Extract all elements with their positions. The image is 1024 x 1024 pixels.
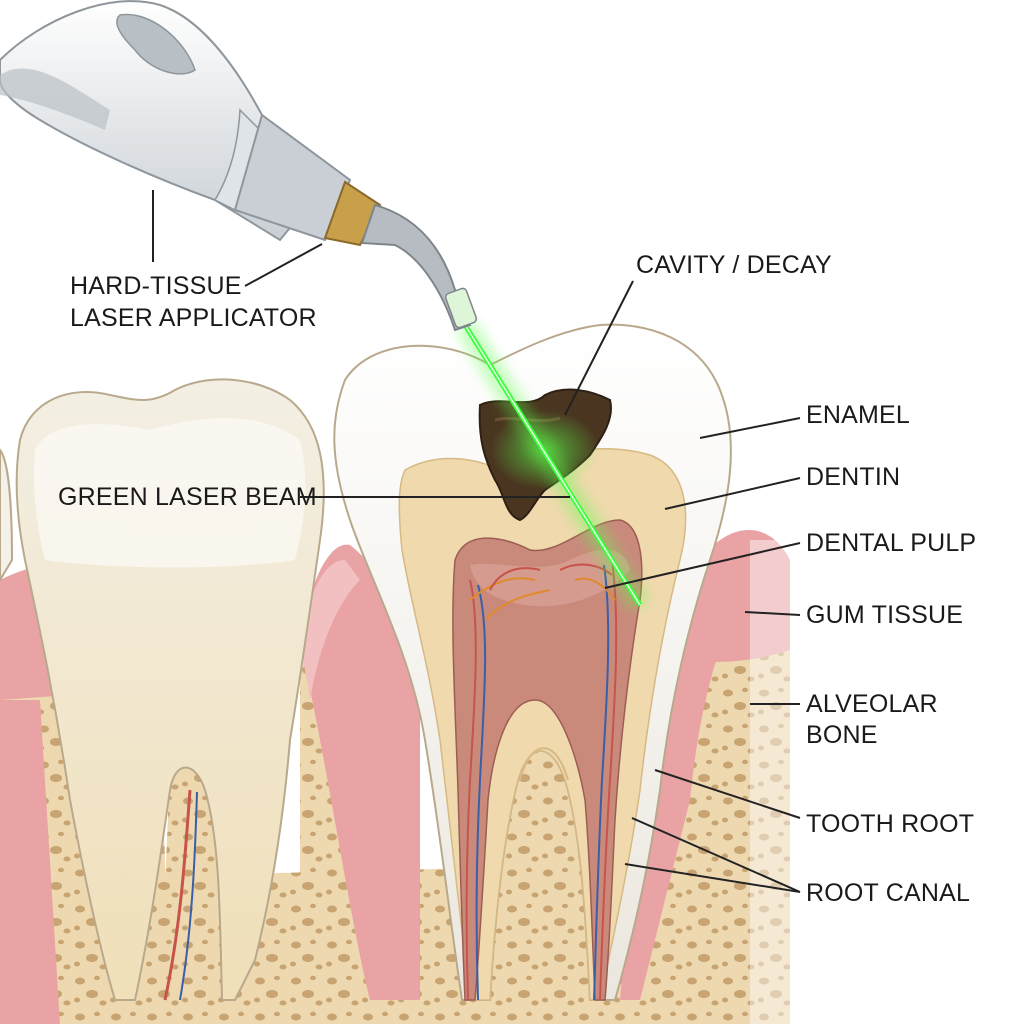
leader-dentin (664, 477, 801, 510)
leader-gum (744, 611, 801, 616)
label-enamel: ENAMEL (806, 401, 911, 429)
label-applicator-line2: LASER APPLICATOR (70, 304, 317, 332)
label-root-canal: ROOT CANAL (806, 879, 971, 907)
adjacent-tooth (0, 448, 14, 582)
leader-canal-2 (624, 863, 801, 893)
label-tooth-root: TOOTH ROOT (806, 810, 975, 838)
leader-lines (152, 190, 801, 893)
label-bone-line1: ALVEOLAR (806, 690, 938, 718)
left-tooth (15, 378, 325, 1001)
leader-root (654, 769, 801, 819)
leader-cavity (564, 280, 634, 416)
laser-handpiece-icon (0, 0, 478, 332)
leader-canal-1 (631, 817, 801, 893)
label-dental-pulp: DENTAL PULP (806, 529, 977, 557)
label-applicator-line1: HARD-TISSUE (70, 272, 242, 300)
green-laser-beam (455, 319, 650, 611)
leader-pulp (604, 542, 801, 589)
label-green-laser-beam: GREEN LASER BEAM (58, 483, 317, 511)
leader-enamel (699, 417, 801, 439)
label-cavity: CAVITY / DECAY (636, 251, 832, 279)
leader-applicator-2 (244, 243, 323, 287)
label-dentin: DENTIN (806, 463, 901, 491)
pulp-nerves-vessels (465, 559, 618, 1001)
label-gum-tissue: GUM TISSUE (806, 601, 964, 629)
label-bone-line2: BONE (806, 721, 878, 749)
